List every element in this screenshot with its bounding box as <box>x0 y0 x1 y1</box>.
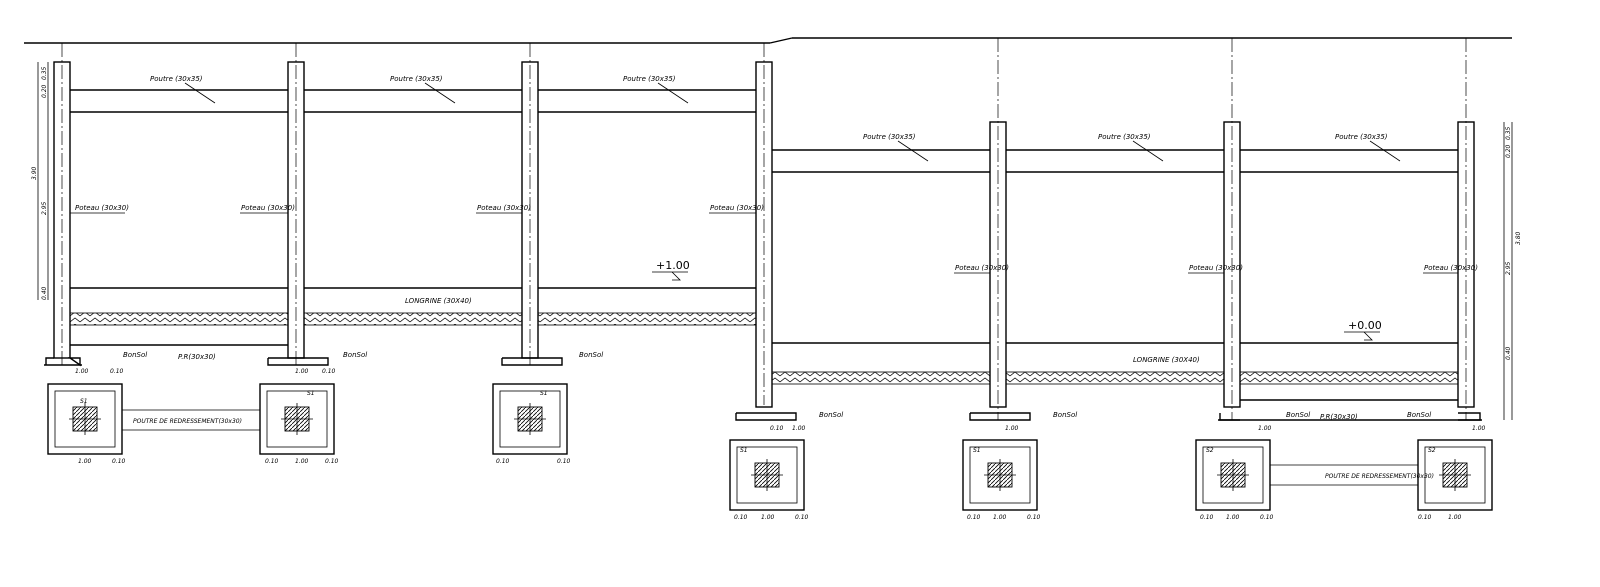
svg-text:S2: S2 <box>1206 447 1214 454</box>
svg-text:2.95: 2.95 <box>41 201 48 215</box>
pr-label: P.R(30x30) <box>178 353 216 361</box>
svg-text:Poteau (30x30): Poteau (30x30) <box>241 204 295 212</box>
svg-text:Poteau (30x30): Poteau (30x30) <box>477 204 531 212</box>
svg-text:BonSol: BonSol <box>1053 411 1077 419</box>
beam-label: Poutre (30x35) <box>150 75 203 83</box>
svg-text:1.00: 1.00 <box>78 458 92 465</box>
column-7 <box>1457 121 1475 408</box>
svg-text:S2: S2 <box>1428 447 1436 454</box>
column-4 <box>755 61 773 408</box>
svg-text:Poutre (30x35): Poutre (30x35) <box>623 75 676 83</box>
svg-text:0.10: 0.10 <box>1200 514 1214 521</box>
bonsol-label: BonSol <box>123 351 147 359</box>
svg-text:S1: S1 <box>540 390 548 397</box>
svg-text:0.40: 0.40 <box>1505 346 1512 360</box>
svg-text:1.00: 1.00 <box>295 458 309 465</box>
svg-text:0.10: 0.10 <box>322 368 336 375</box>
svg-text:0.35: 0.35 <box>41 66 48 80</box>
svg-text:Poteau (30x30): Poteau (30x30) <box>955 264 1009 272</box>
svg-text:S1: S1 <box>80 398 88 405</box>
svg-text:BonSol: BonSol <box>579 351 603 359</box>
svg-text:Poteau (30x30): Poteau (30x30) <box>1424 264 1478 272</box>
svg-text:LONGRINE (30X40): LONGRINE (30X40) <box>1133 356 1200 364</box>
longrine-label: LONGRINE (30X40) <box>405 297 472 305</box>
svg-text:Poutre (30x35): Poutre (30x35) <box>390 75 443 83</box>
right-frame: Poutre (30x35) Poutre (30x35) Poutre (30… <box>729 37 1522 521</box>
svg-text:BonSol: BonSol <box>1407 411 1431 419</box>
svg-text:0.10: 0.10 <box>325 458 339 465</box>
svg-text:0.10: 0.10 <box>967 514 981 521</box>
svg-text:BonSol: BonSol <box>819 411 843 419</box>
level-marker-plus1: +1.00 <box>656 259 690 272</box>
svg-text:1.00: 1.00 <box>1258 425 1272 432</box>
svg-text:BonSol: BonSol <box>343 351 367 359</box>
svg-text:0.10: 0.10 <box>795 514 809 521</box>
svg-text:S1: S1 <box>307 390 315 397</box>
footing-plan-s1 <box>492 383 568 455</box>
svg-text:1.00: 1.00 <box>761 514 775 521</box>
column-label: Poteau (30x30) <box>75 204 129 212</box>
column-1 <box>53 61 71 359</box>
svg-text:1.00: 1.00 <box>1005 425 1019 432</box>
svg-text:1.00: 1.00 <box>792 425 806 432</box>
svg-text:0.10: 0.10 <box>1027 514 1041 521</box>
svg-text:0.40: 0.40 <box>41 286 48 300</box>
svg-text:0.10: 0.10 <box>1418 514 1432 521</box>
svg-text:0.10: 0.10 <box>734 514 748 521</box>
svg-text:0.10: 0.10 <box>112 458 126 465</box>
svg-text:P.R(30x30): P.R(30x30) <box>1320 413 1358 421</box>
poutre-redressement-label: POUTRE DE REDRESSEMENT(30x30) <box>133 418 242 425</box>
svg-text:Poteau (30x30): Poteau (30x30) <box>710 204 764 212</box>
svg-text:1.00: 1.00 <box>1472 425 1486 432</box>
svg-text:0.35: 0.35 <box>1505 126 1512 140</box>
svg-text:Poutre (30x35): Poutre (30x35) <box>863 133 916 141</box>
svg-text:0.20: 0.20 <box>1505 144 1512 158</box>
svg-text:S1: S1 <box>973 447 981 454</box>
svg-text:Poteau (30x30): Poteau (30x30) <box>1189 264 1243 272</box>
svg-text:POUTRE DE REDRESSEMENT(30x30): POUTRE DE REDRESSEMENT(30x30) <box>1325 473 1434 480</box>
longrine-hatch <box>69 312 289 326</box>
svg-text:0.20: 0.20 <box>41 84 48 98</box>
level-marker-zero: +0.00 <box>1348 319 1382 332</box>
svg-text:Poutre (30x35): Poutre (30x35) <box>1335 133 1388 141</box>
left-frame: Poutre (30x35) Poutre (30x35) Poutre (30… <box>24 37 797 465</box>
footing-plan-s1 <box>47 383 123 455</box>
svg-text:Poutre (30x35): Poutre (30x35) <box>1098 133 1151 141</box>
svg-text:0.10: 0.10 <box>1260 514 1274 521</box>
svg-text:0.10: 0.10 <box>770 425 784 432</box>
column-6 <box>1223 121 1241 408</box>
svg-text:3.80: 3.80 <box>1515 231 1522 245</box>
svg-text:BonSol: BonSol <box>1286 411 1310 419</box>
svg-text:S1: S1 <box>740 447 748 454</box>
svg-text:1.00: 1.00 <box>75 368 89 375</box>
svg-text:0.10: 0.10 <box>265 458 279 465</box>
svg-text:2.95: 2.95 <box>1505 261 1512 275</box>
svg-text:3.90: 3.90 <box>31 166 38 180</box>
svg-text:1.00: 1.00 <box>295 368 309 375</box>
column-5 <box>989 121 1007 408</box>
svg-text:1.00: 1.00 <box>993 514 1007 521</box>
svg-text:0.10: 0.10 <box>557 458 571 465</box>
footing-plan-s1 <box>259 383 335 455</box>
svg-text:1.00: 1.00 <box>1226 514 1240 521</box>
svg-text:0.10: 0.10 <box>496 458 510 465</box>
svg-text:1.00: 1.00 <box>1448 514 1462 521</box>
svg-text:0.10: 0.10 <box>110 368 124 375</box>
